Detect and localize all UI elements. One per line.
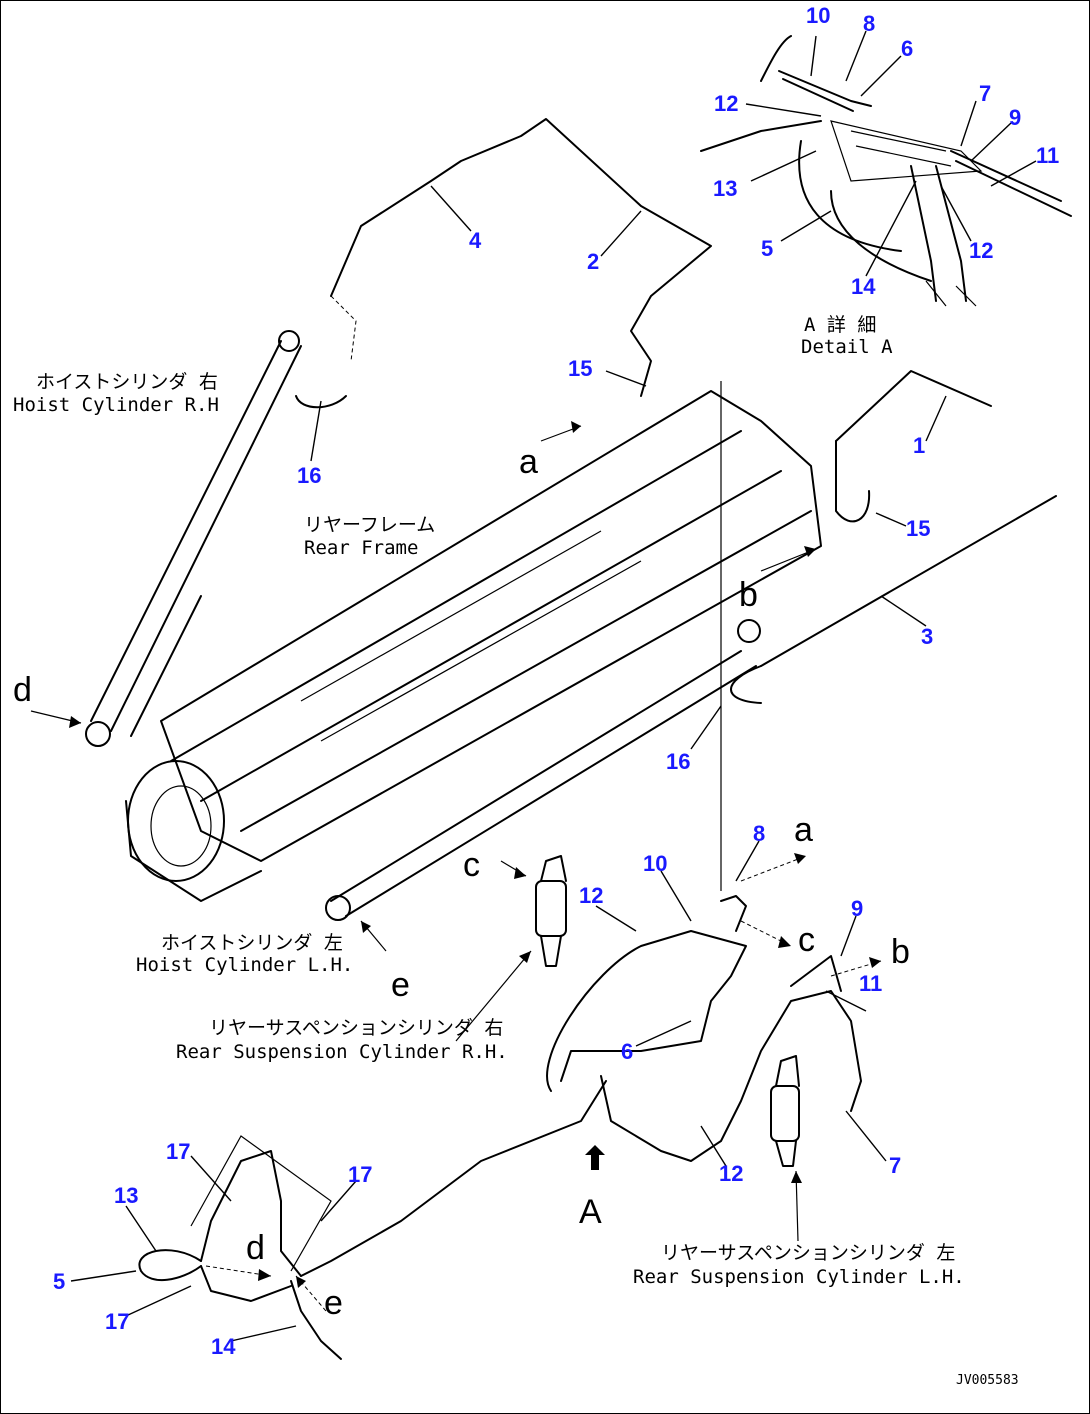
callout-6-lower: 6	[621, 1039, 633, 1064]
callout-16-right: 16	[666, 749, 690, 774]
hoist-cylinder-lh	[325, 619, 761, 921]
callout-1: 1	[913, 433, 925, 458]
callout-7-lower: 7	[889, 1153, 901, 1178]
view-letter-d-bottom: d	[246, 1229, 265, 1267]
callout-15-upper: 15	[568, 356, 592, 381]
callout-12-lower-bottom: 12	[719, 1161, 743, 1186]
view-letter-A: A	[579, 1193, 602, 1231]
callout-7-detail: 7	[979, 81, 991, 106]
susp-lh-label-jp: リヤーサスペンションシリンダ 左	[661, 1242, 955, 1264]
callout-4: 4	[469, 228, 482, 253]
callout-15-right: 15	[906, 516, 930, 541]
detail-a-label-en: Detail A	[801, 336, 893, 358]
callout-17-top: 17	[166, 1139, 190, 1164]
hoist-lh-label-jp: ホイストシリンダ 左	[161, 932, 343, 954]
view-letter-a-top: a	[519, 443, 538, 481]
drawing-code: JV005583	[956, 1373, 1019, 1388]
callout-11-detail: 11	[1036, 143, 1059, 168]
callout-9-detail: 9	[1009, 105, 1021, 130]
rear-suspension-cylinder-rh	[535, 855, 567, 967]
callout-9-lower: 9	[851, 896, 863, 921]
callout-10-lower: 10	[643, 851, 667, 876]
rear-suspension-cylinder-lh	[770, 1055, 800, 1167]
callout-11-lower: 11	[859, 971, 882, 996]
callout-5-detail: 5	[761, 236, 773, 261]
susp-rh-label-jp: リヤーサスペンションシリンダ 右	[209, 1017, 503, 1039]
hoist-cylinder-rh	[85, 330, 302, 747]
hoist-rh-label-en: Hoist Cylinder R.H	[13, 394, 219, 416]
callout-13-detail: 13	[713, 176, 737, 201]
rear-frame	[125, 390, 822, 902]
callout-17-right: 17	[348, 1162, 372, 1187]
callout-12-detail-upper: 12	[714, 91, 738, 116]
view-letters: a a b b c c d d e e A	[13, 443, 910, 1322]
callout-13-lower: 13	[114, 1183, 138, 1208]
view-letter-e-bottom: e	[324, 1284, 343, 1322]
callout-17-bottom: 17	[105, 1309, 129, 1334]
view-letter-e-top: e	[391, 966, 410, 1004]
lower-left-connectors	[138, 1135, 342, 1360]
hoist-lh-label-en: Hoist Cylinder L.H.	[136, 954, 353, 976]
view-letter-c-left: c	[463, 846, 480, 884]
rear-frame-label-en: Rear Frame	[304, 537, 418, 559]
callout-6-detail: 6	[901, 36, 913, 61]
callout-numbers: 1 2 3 4 5 5 6 6 7 7 8 8 9 9 10 10 11 11 …	[53, 3, 1059, 1359]
view-letter-a-right: a	[794, 811, 813, 849]
rear-frame-label-jp: リヤーフレーム	[304, 514, 435, 536]
upper-hose-route	[295, 118, 992, 523]
callout-5-lower: 5	[53, 1269, 65, 1294]
callout-12-lower-left: 12	[579, 883, 603, 908]
callout-14-lower: 14	[211, 1334, 236, 1359]
view-arrows	[30, 421, 882, 1312]
callout-8-detail: 8	[863, 11, 875, 36]
hoist-rh-label-jp: ホイストシリンダ 右	[36, 371, 218, 393]
callout-2: 2	[587, 249, 599, 274]
callout-10-detail: 10	[806, 3, 830, 28]
detail-a-label-jp: A 詳 細	[804, 314, 876, 336]
callout-3: 3	[921, 624, 933, 649]
lower-hose-harness	[300, 895, 862, 1277]
view-letter-c-right: c	[798, 921, 815, 959]
callout-16-left: 16	[297, 463, 321, 488]
callout-12-detail-lower: 12	[969, 238, 993, 263]
view-letter-b-right: b	[891, 933, 910, 971]
view-letter-b-top: b	[739, 576, 758, 614]
view-letter-d-left: d	[13, 671, 32, 709]
detail-a-illustration	[700, 35, 1072, 307]
susp-rh-label-en: Rear Suspension Cylinder R.H.	[176, 1041, 508, 1063]
susp-lh-label-en: Rear Suspension Cylinder L.H.	[633, 1266, 965, 1288]
callout-8-lower: 8	[753, 821, 765, 846]
part-labels: A 詳 細 Detail A ホイストシリンダ 右 Hoist Cylinder…	[13, 314, 1019, 1388]
callout-leaders	[70, 30, 1037, 1342]
callout-14-detail: 14	[851, 274, 876, 299]
hose-3	[720, 381, 1057, 891]
